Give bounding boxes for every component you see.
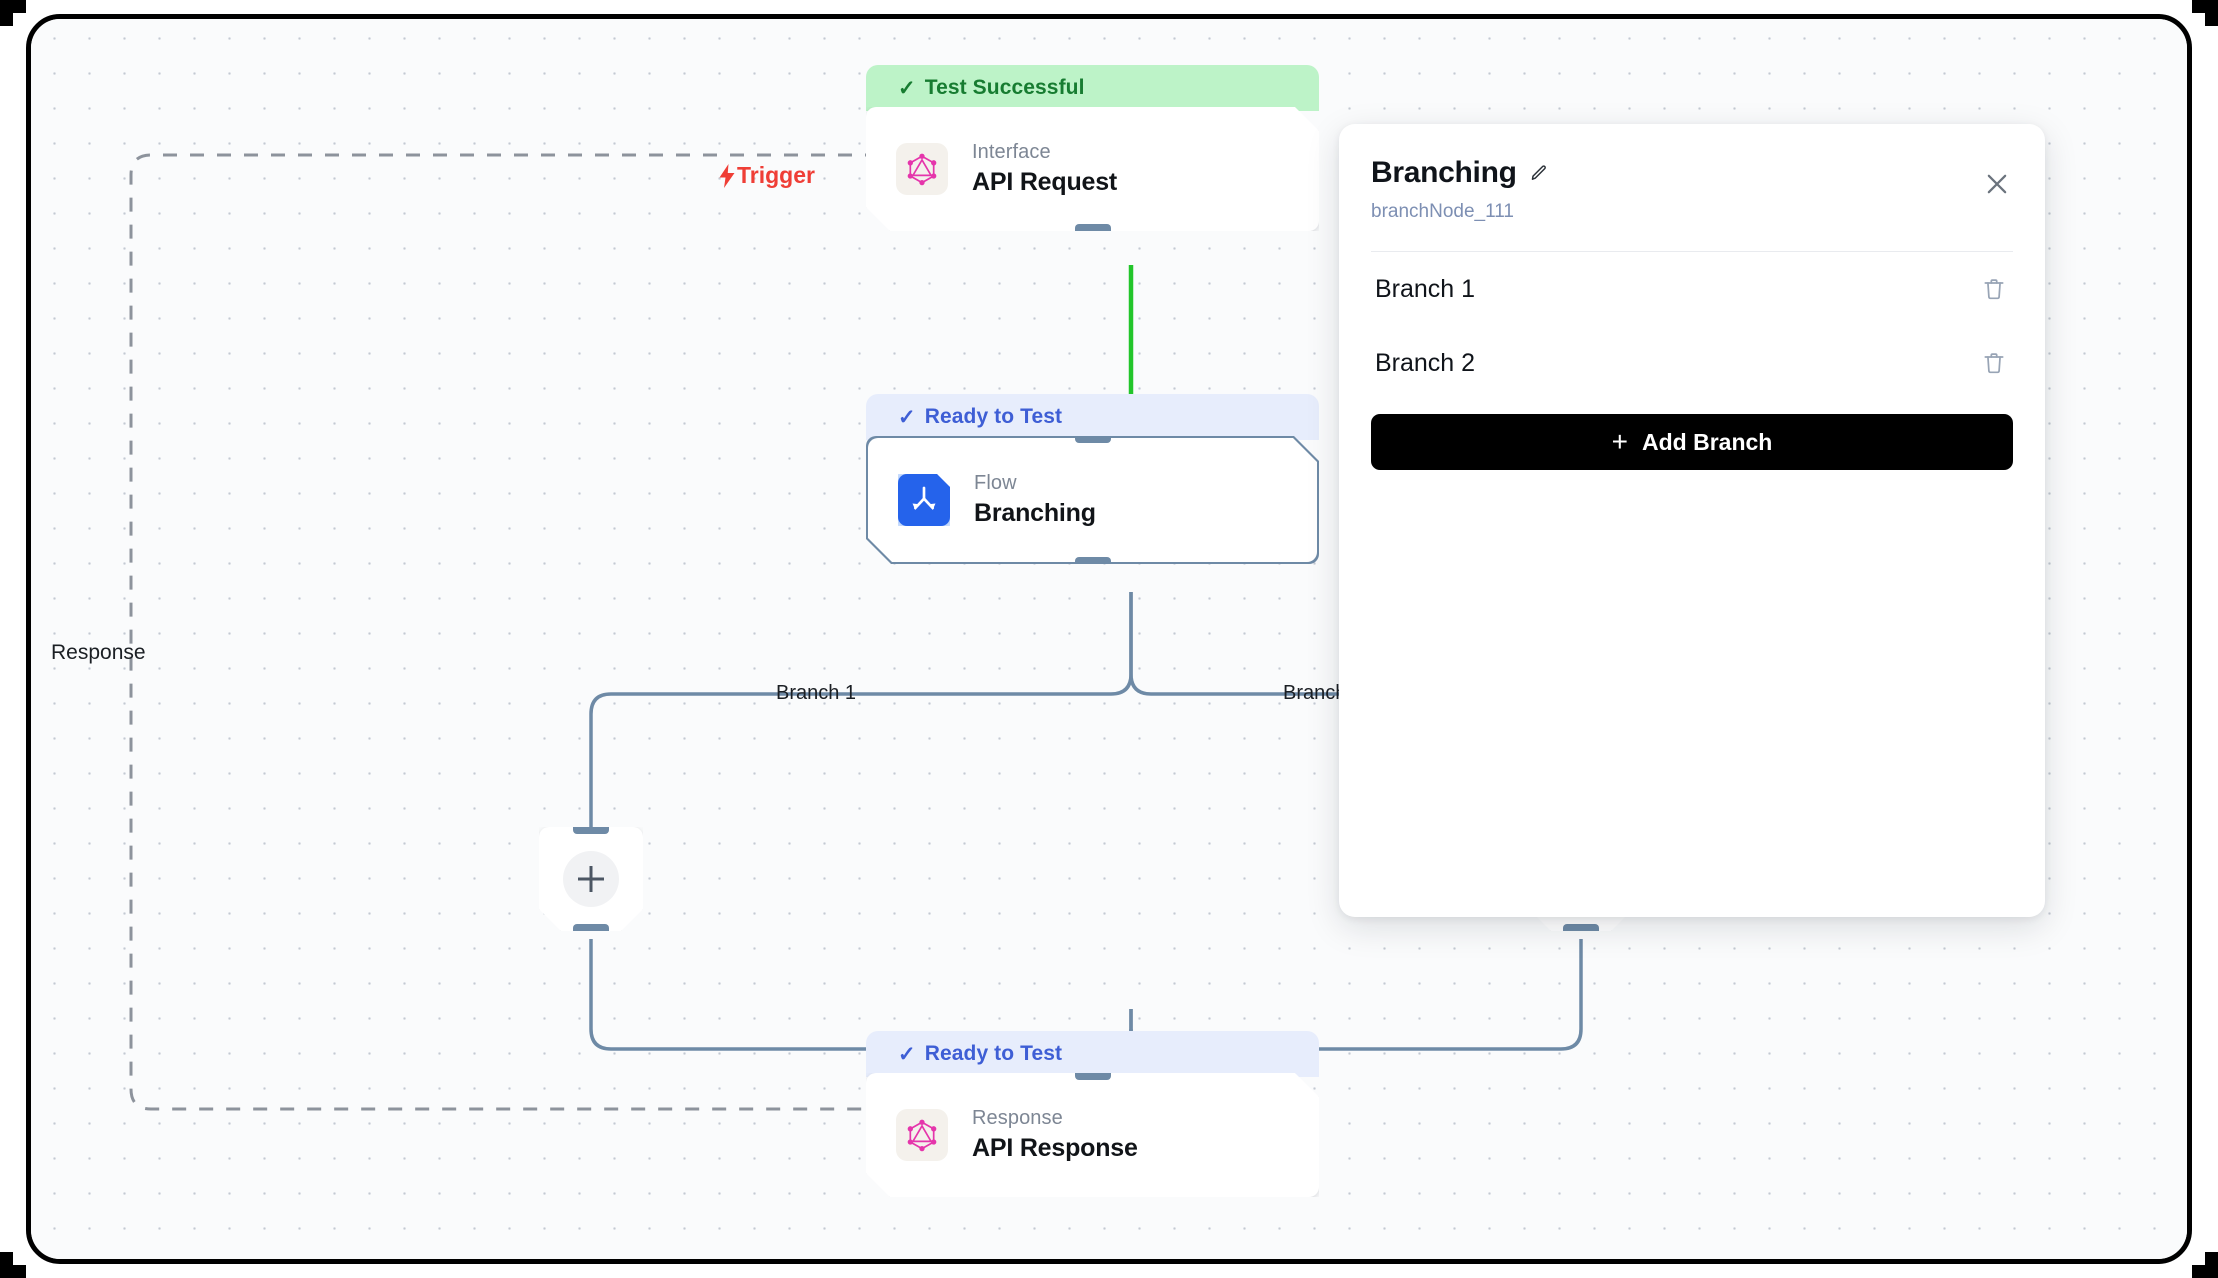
node-kind: Response	[972, 1107, 1063, 1129]
plus-icon[interactable]	[563, 851, 619, 907]
node-card-api-response[interactable]: Response API Response	[866, 1073, 1319, 1197]
node-text-branching: Flow Branching	[974, 472, 1096, 528]
graphql-icon	[896, 143, 948, 195]
check-icon: ✓	[898, 1042, 916, 1066]
edge-branch-1-out	[589, 592, 1133, 829]
trash-icon[interactable]	[1977, 346, 2011, 380]
edge-label-branch-1: Branch 1	[776, 682, 857, 704]
node-kind: Interface	[972, 141, 1051, 163]
node-text-api-response: Response API Response	[972, 1107, 1138, 1163]
node-api-request[interactable]: ✓ Test Successful	[866, 65, 1319, 231]
add-node-branch-1[interactable]	[539, 827, 643, 931]
check-icon: ✓	[898, 405, 916, 429]
edge-response-loop	[129, 153, 879, 1111]
node-status-api-request: ✓ Test Successful	[866, 65, 1319, 111]
trigger-label-text: Trigger	[737, 162, 815, 188]
node-kind: Flow	[974, 472, 1017, 494]
panel-title-row: Branching	[1371, 156, 2013, 190]
trash-icon[interactable]	[1977, 272, 2011, 306]
node-status-text: Ready to Test	[924, 1042, 1063, 1065]
node-name: API Response	[972, 1134, 1138, 1162]
panel-header: Branching branchNode_111	[1371, 156, 2013, 223]
check-icon: ✓	[898, 76, 916, 100]
node-status-text: Ready to Test	[924, 405, 1063, 428]
response-loop-label: Response	[51, 641, 146, 664]
frame-corner-bottom-left	[0, 1252, 26, 1278]
node-branching[interactable]: ✓ Ready to Test	[866, 394, 1319, 564]
node-name: Branching	[974, 499, 1096, 527]
node-status-api-response: ✓ Ready to Test	[866, 1031, 1319, 1077]
add-branch-button[interactable]: + Add Branch	[1371, 414, 2013, 470]
node-selection-outline: Flow Branching	[866, 436, 1319, 564]
branch-row-1[interactable]: Branch 1	[1371, 252, 2013, 326]
close-icon[interactable]	[1977, 164, 2017, 204]
branch-row-2[interactable]: Branch 2	[1371, 326, 2013, 400]
branch-name: Branch 2	[1375, 348, 1476, 377]
panel-title: Branching	[1371, 156, 1517, 189]
frame-corner-bottom-right	[2192, 1252, 2218, 1278]
branch-flow-icon	[898, 474, 950, 526]
branch-name: Branch 1	[1375, 274, 1476, 303]
node-text-api-request: Interface API Request	[972, 141, 1117, 197]
graphql-icon	[896, 1109, 948, 1161]
workflow-canvas[interactable]: Trigger Response Branch 1 Branch 2 ✓ Tes…	[31, 19, 2187, 1259]
trigger-label: Trigger	[718, 162, 815, 189]
node-card-branching[interactable]: Flow Branching	[868, 438, 1317, 562]
node-status-text: Test Successful	[924, 76, 1085, 99]
plus-icon: +	[1611, 426, 1628, 457]
add-branch-label: Add Branch	[1642, 428, 1773, 455]
panel-node-id: branchNode_111	[1371, 201, 1514, 222]
branch-config-panel: Branching branchNode_111	[1339, 124, 2045, 917]
node-api-response[interactable]: ✓ Ready to Test	[866, 1031, 1319, 1197]
frame-corner-top-right	[2192, 0, 2218, 26]
node-status-branching: ✓ Ready to Test	[866, 394, 1319, 440]
panel-divider	[1371, 251, 2013, 252]
lightning-bolt-icon	[718, 163, 736, 188]
pencil-icon[interactable]	[1529, 163, 1550, 184]
frame-corner-top-left	[0, 0, 26, 26]
node-card-api-request[interactable]: Interface API Request	[866, 107, 1319, 231]
node-name: API Request	[972, 168, 1118, 196]
window-frame: Trigger Response Branch 1 Branch 2 ✓ Tes…	[26, 14, 2192, 1264]
